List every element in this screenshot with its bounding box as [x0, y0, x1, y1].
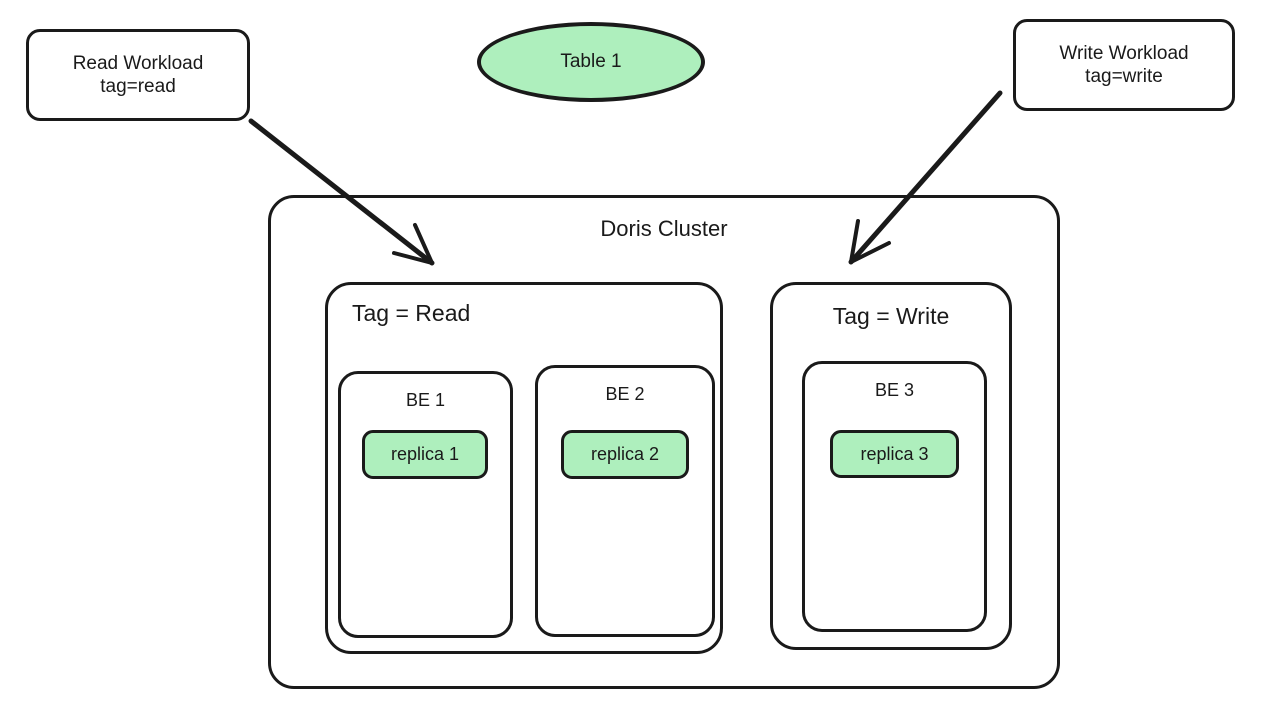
replica-1-box[interactable]: replica 1	[362, 430, 488, 479]
replica-1-label: replica 1	[390, 444, 460, 464]
write-workload-title: Write Workload	[1059, 42, 1189, 64]
table-ellipse[interactable]: Table 1	[477, 22, 705, 102]
replica-3-box[interactable]: replica 3	[830, 430, 959, 478]
be-2-label: BE 2	[605, 384, 645, 404]
write-workload-box[interactable]: Write Workload tag=write	[1013, 19, 1235, 111]
tag-read-label: Tag = Read	[352, 300, 471, 326]
table-label: Table 1	[560, 51, 622, 73]
be-1-label: BE 1	[405, 390, 446, 410]
tag-read-group-box[interactable]: Tag = Read	[325, 282, 723, 654]
read-workload-text: Read Workload tag=read	[73, 52, 204, 98]
tag-write-label: Tag = Write	[832, 303, 950, 329]
read-workload-title: Read Workload	[72, 52, 204, 74]
be-3-box[interactable]: BE 3	[802, 361, 987, 632]
write-workload-tag: tag=write	[1085, 66, 1163, 87]
doris-cluster-label: Doris Cluster	[600, 216, 728, 241]
be-1-box[interactable]: BE 1	[338, 371, 513, 638]
replica-2-box[interactable]: replica 2	[561, 430, 689, 479]
replica-3-label: replica 3	[860, 443, 929, 464]
be-3-label: BE 3	[874, 380, 915, 400]
write-workload-text: Write Workload tag=write	[1059, 42, 1188, 88]
read-workload-box[interactable]: Read Workload tag=read	[26, 29, 250, 121]
tag-write-group-box[interactable]: Tag = Write	[770, 282, 1012, 650]
replica-2-label: replica 2	[590, 444, 660, 464]
read-workload-tag: tag=read	[100, 76, 176, 97]
doris-cluster-box[interactable]: Doris Cluster	[268, 195, 1060, 689]
be-2-box[interactable]: BE 2	[535, 365, 715, 637]
